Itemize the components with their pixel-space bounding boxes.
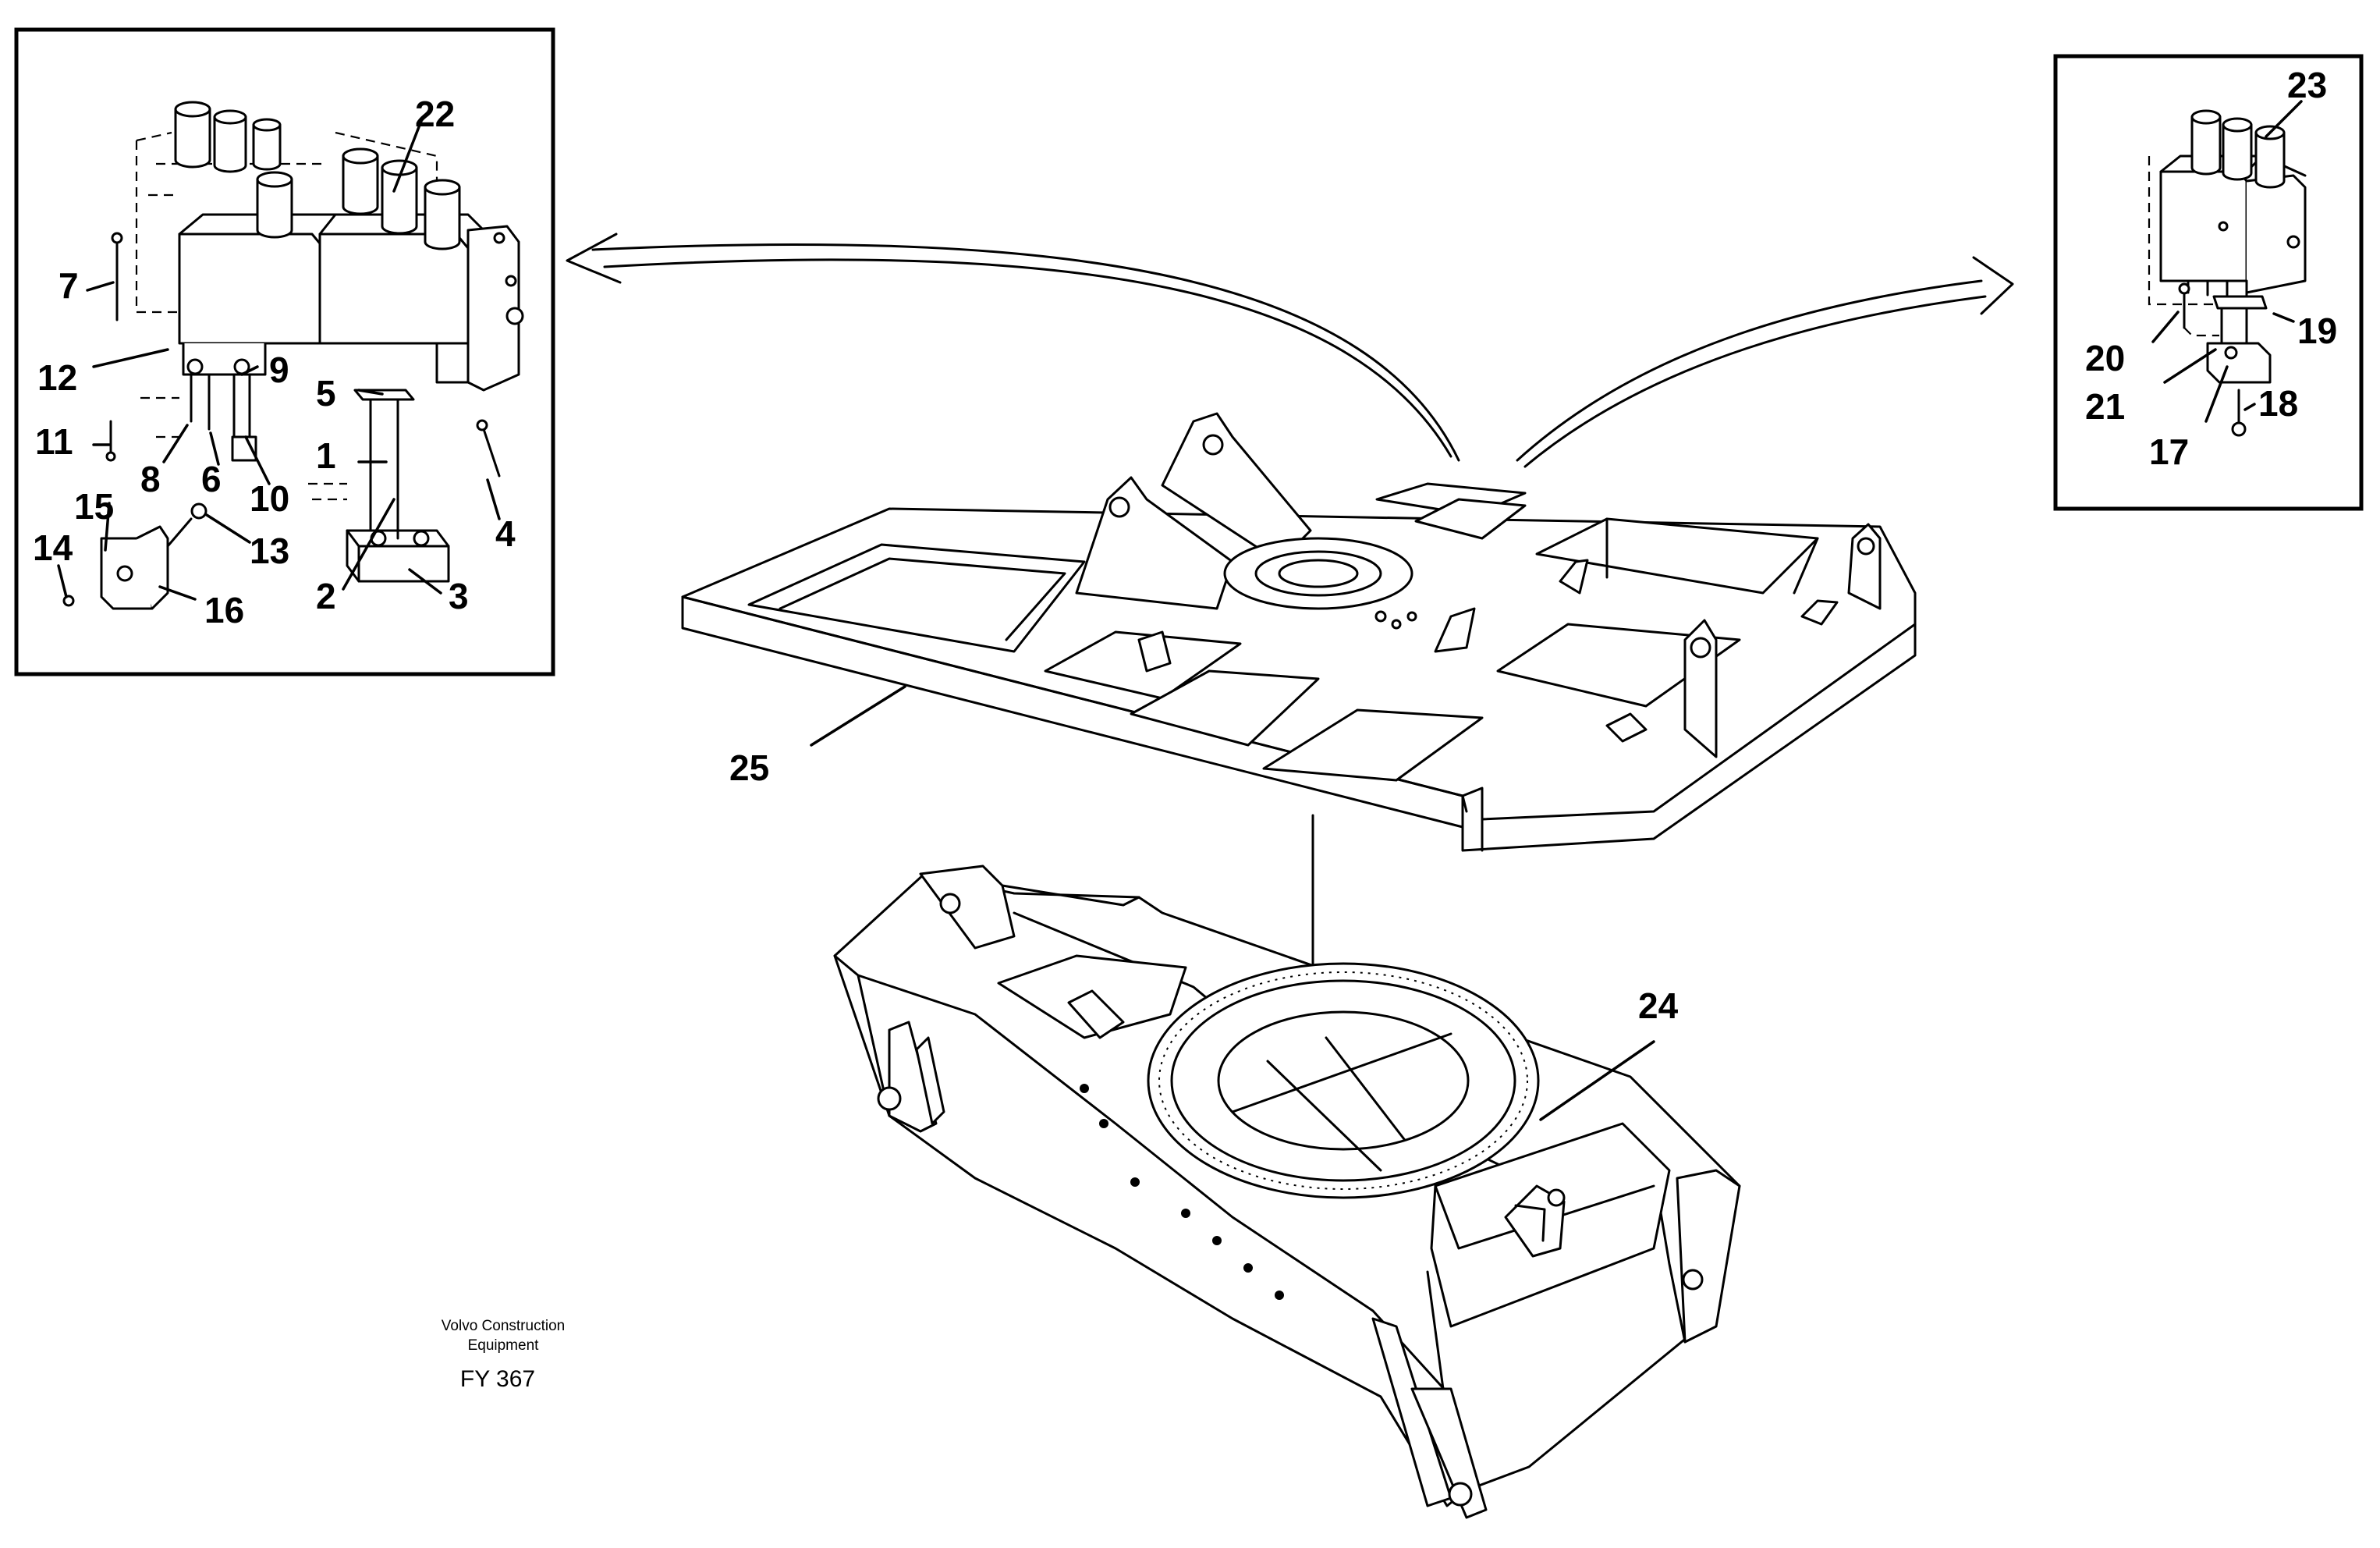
callout-6: 6 [201,459,222,499]
callout-25: 25 [729,747,769,788]
callout-16: 16 [204,590,244,630]
credit-line-2: Equipment [468,1337,540,1354]
callout-14: 14 [33,527,73,568]
callout-13: 13 [250,531,289,571]
callouts-left: 22 7 12 9 5 11 1 8 6 10 4 15 13 14 2 3 1… [33,94,516,630]
solenoid-caps [174,101,461,250]
callout-15: 15 [74,486,114,527]
valve-housing [178,213,524,392]
leader-25 [810,685,906,747]
callout-1: 1 [316,435,336,476]
callout-24: 24 [1638,985,1679,1026]
reference-arrows [566,233,2014,468]
callout-10: 10 [250,478,289,519]
leader-lines-right [2151,100,2303,423]
callout-7: 7 [59,265,79,306]
upper-frame-25 [681,412,1917,852]
callout-21: 21 [2085,386,2125,427]
credit-line-1: Volvo Construction [442,1318,565,1334]
callout-19: 19 [2297,311,2337,351]
leader-24 [1539,1040,1655,1121]
callout-2: 2 [316,576,336,616]
figure-number: FY 367 [460,1366,535,1392]
callouts-right: 23 19 20 21 18 17 [2085,65,2337,472]
detail-box-right: 23 19 20 21 18 17 [2053,54,2364,511]
lower-chassis-24 [833,865,1741,1519]
callout-5: 5 [316,373,336,414]
leader-lines-left [57,119,501,601]
callout-23: 23 [2287,65,2327,105]
callout-3: 3 [449,576,469,616]
detail-box-left: 22 7 12 9 5 11 1 8 6 10 4 15 13 14 2 3 1… [14,27,555,676]
callout-20: 20 [2085,338,2125,378]
callout-9: 9 [269,350,289,390]
callout-11: 11 [35,421,73,462]
small-valve [2148,109,2307,437]
callout-17: 17 [2149,431,2189,472]
callout-18: 18 [2258,383,2298,424]
lower-fittings [62,232,501,610]
callout-8: 8 [140,459,161,499]
callout-12: 12 [37,357,77,398]
callout-4: 4 [495,513,516,554]
callout-22: 22 [415,94,455,134]
